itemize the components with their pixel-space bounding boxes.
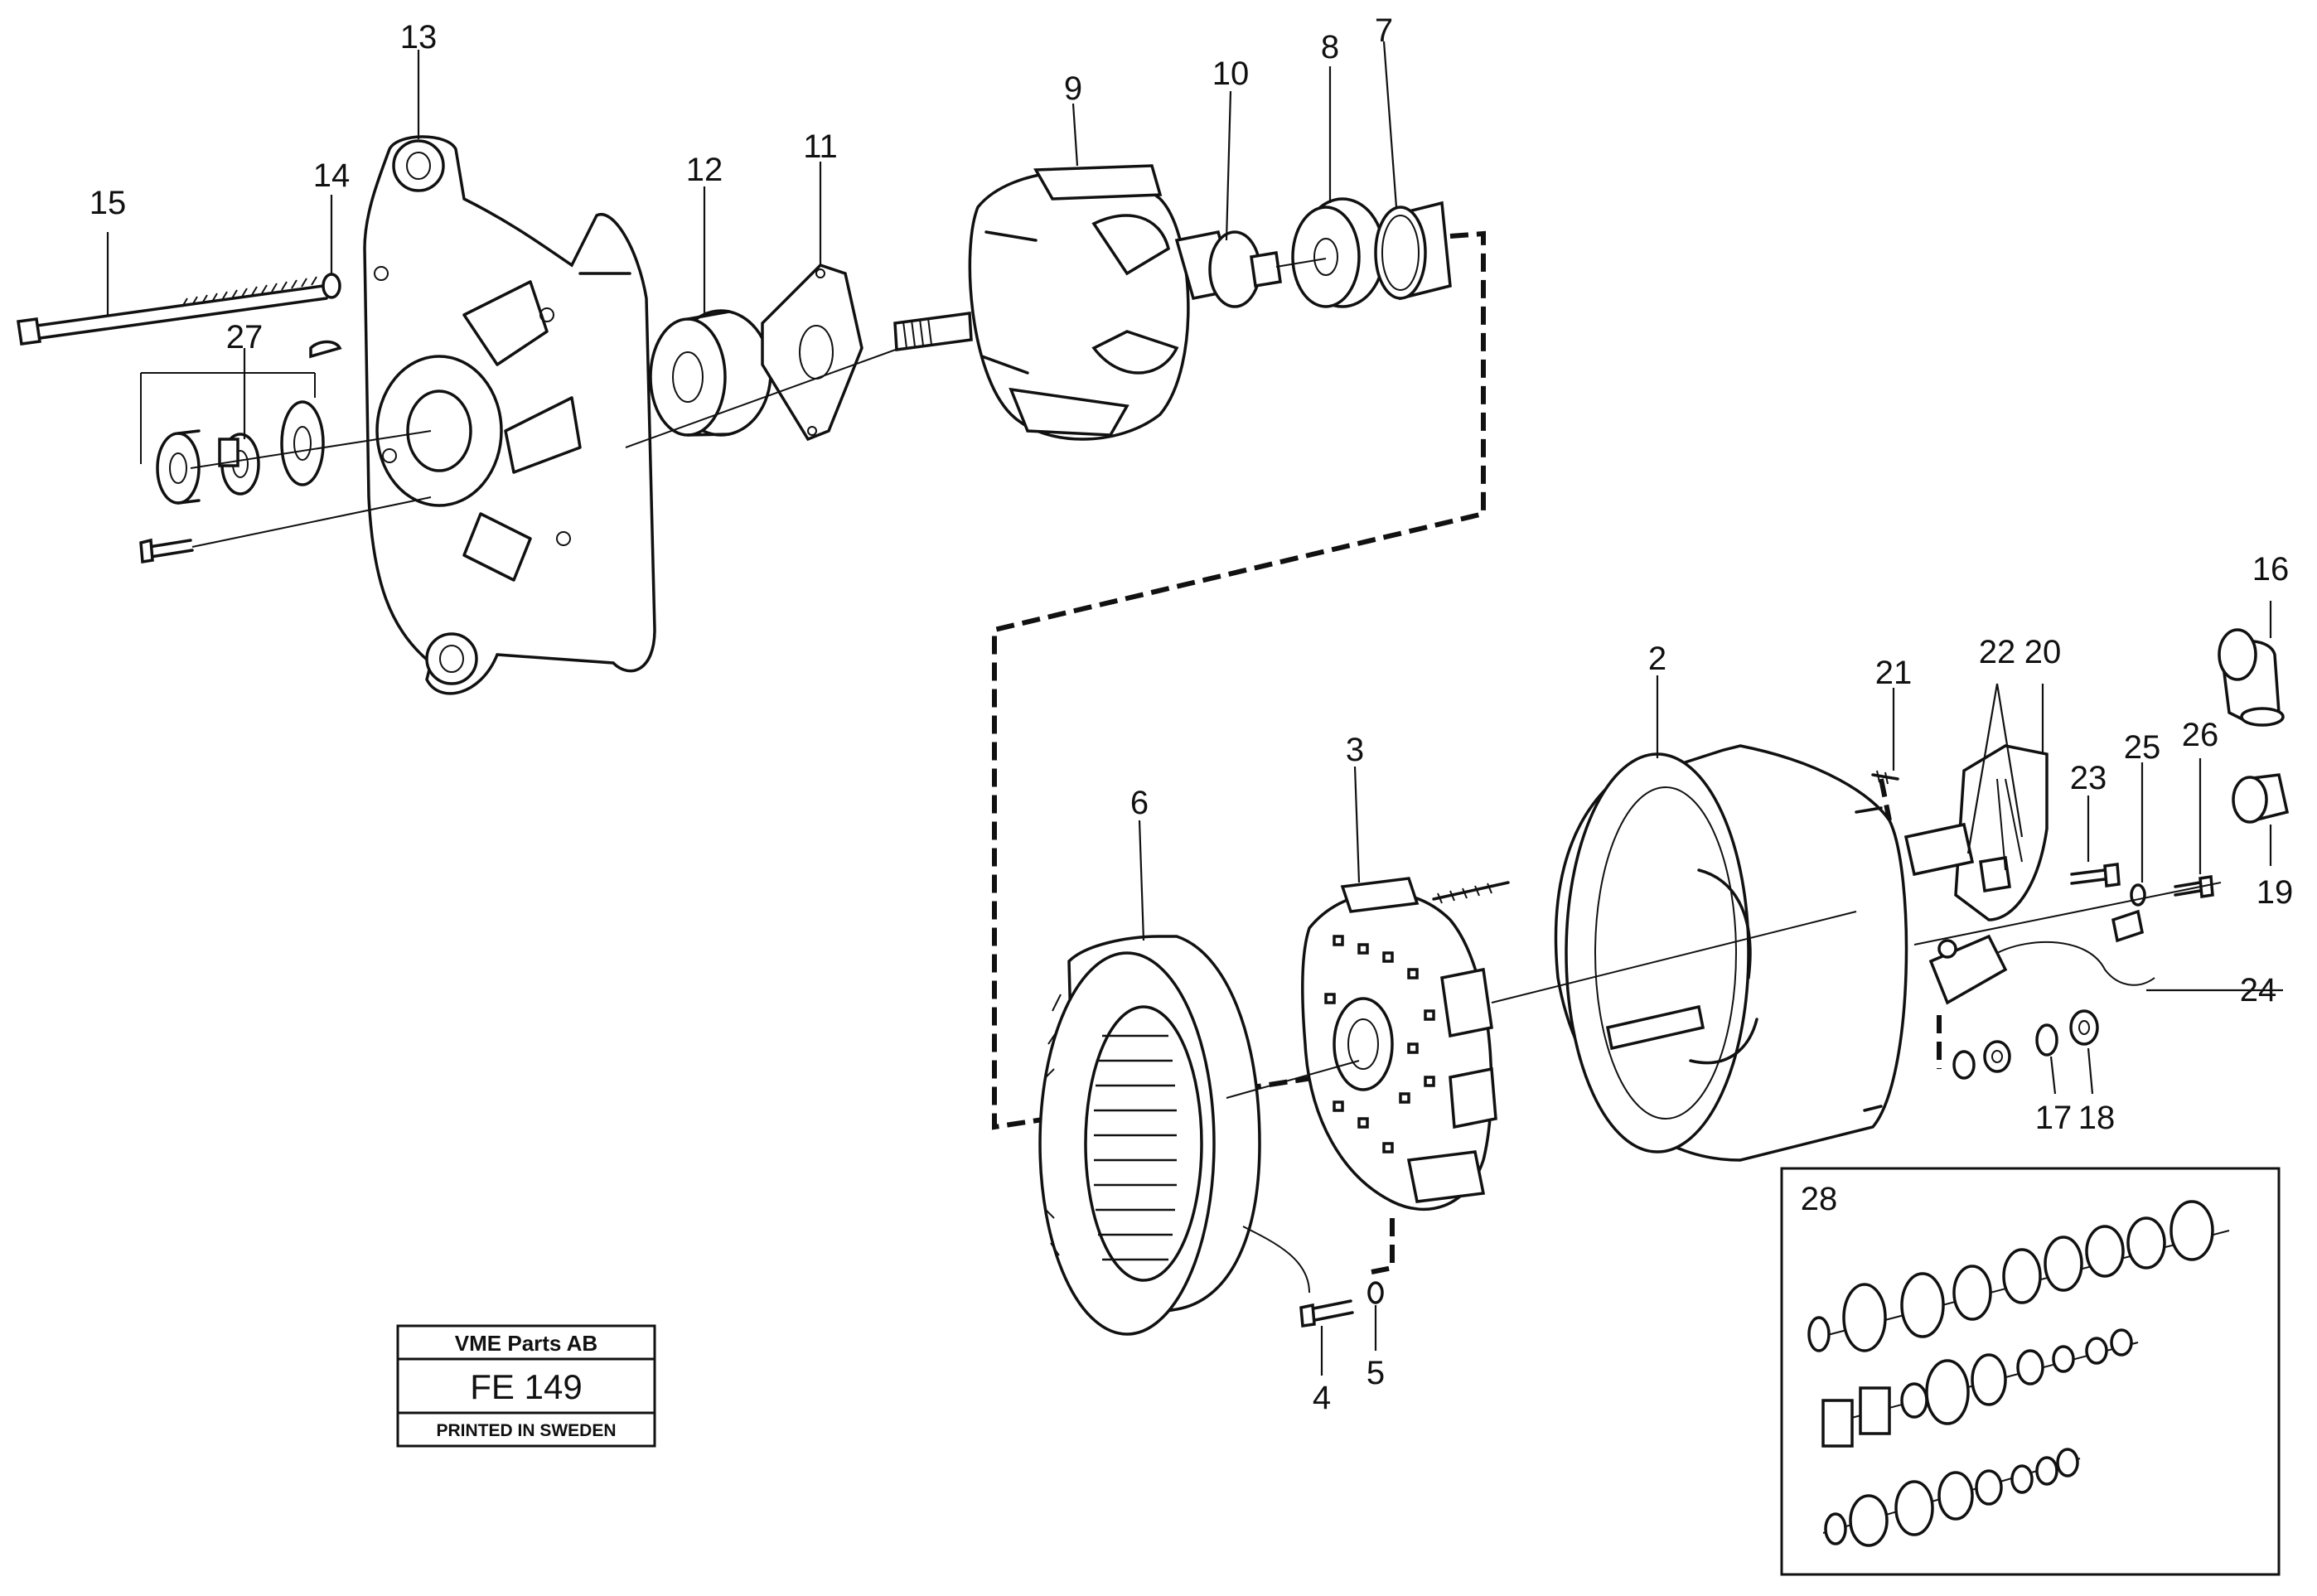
callout-5: 5 xyxy=(1366,1355,1385,1391)
part-16-elbow-cap xyxy=(2218,628,2285,727)
part-21-screw xyxy=(1871,770,1899,785)
callout-9: 9 xyxy=(1064,70,1082,107)
callout-7: 7 xyxy=(1375,12,1393,49)
part-6-stator xyxy=(1038,935,1310,1336)
part-24-capacitor xyxy=(1928,909,2155,1005)
part-20-regulator xyxy=(1903,744,2049,921)
part-27-nut-washer-set xyxy=(140,340,432,505)
part-2-housing xyxy=(1491,744,1908,1162)
part-26-screw xyxy=(2174,874,2214,899)
callout-12: 12 xyxy=(686,152,723,188)
callout-15: 15 xyxy=(89,185,127,221)
callout-28: 28 xyxy=(1801,1181,1838,1217)
part-19-cap xyxy=(2232,773,2290,824)
part-12-bearing xyxy=(649,309,772,437)
part-7-ring xyxy=(1374,201,1452,301)
part-15-through-bolt xyxy=(17,276,328,346)
part-13-end-shield xyxy=(363,135,656,695)
title-block-drawing-number: FE 149 xyxy=(470,1367,582,1406)
callout-4: 4 xyxy=(1313,1380,1331,1416)
callout-6: 6 xyxy=(1130,785,1149,821)
callout-23: 23 xyxy=(2070,760,2107,796)
part-3-rectifier xyxy=(1226,877,1510,1212)
callout-13: 13 xyxy=(400,19,438,56)
callout-22: 22 xyxy=(1979,634,2016,670)
part-14-washer xyxy=(322,273,341,299)
callout-25: 25 xyxy=(2124,729,2161,766)
callout-labels: 13 14 15 27 12 11 9 10 8 7 6 3 4 5 2 21 … xyxy=(89,12,2294,1416)
callout-2: 2 xyxy=(1648,641,1666,677)
callout-18: 18 xyxy=(2078,1100,2116,1136)
callout-26: 26 xyxy=(2182,717,2219,753)
callout-19: 19 xyxy=(2257,874,2294,911)
kit-row-1 xyxy=(1807,1200,2230,1352)
part-17-18-nuts xyxy=(1952,1009,2099,1080)
part-8-bearing xyxy=(1275,197,1386,308)
callout-3: 3 xyxy=(1346,732,1364,768)
part-9-rotor xyxy=(893,164,1282,441)
callout-20: 20 xyxy=(2024,634,2062,670)
kit-row-2 xyxy=(1821,1328,2139,1448)
part-5-washer xyxy=(1367,1281,1384,1304)
rectifier-diodes xyxy=(1324,935,1435,1153)
part-4-screw xyxy=(1299,1299,1354,1328)
leader-lines xyxy=(106,41,2283,1376)
part-screw-end-shield xyxy=(139,496,432,564)
title-block-company: VME Parts AB xyxy=(455,1331,597,1356)
callout-24: 24 xyxy=(2240,972,2277,1008)
part-11-retainer-plate xyxy=(625,263,912,448)
title-block-footer: PRINTED IN SWEDEN xyxy=(436,1421,616,1440)
callout-10: 10 xyxy=(1212,56,1250,92)
callout-8: 8 xyxy=(1321,29,1339,65)
title-block: VME Parts AB FE 149 PRINTED IN SWEDEN xyxy=(396,1324,656,1448)
callout-14: 14 xyxy=(313,157,351,194)
part-28-kit-box xyxy=(1780,1167,2281,1576)
part-25-washer xyxy=(2130,883,2146,907)
kit-row-3 xyxy=(1822,1448,2081,1547)
axis-line-regulator xyxy=(1913,882,2222,946)
callout-27: 27 xyxy=(226,319,264,355)
callout-11: 11 xyxy=(803,128,838,165)
callout-21: 21 xyxy=(1875,655,1913,691)
callout-17: 17 xyxy=(2035,1100,2073,1136)
part-23-screw xyxy=(2070,863,2121,887)
callout-16: 16 xyxy=(2252,551,2290,588)
